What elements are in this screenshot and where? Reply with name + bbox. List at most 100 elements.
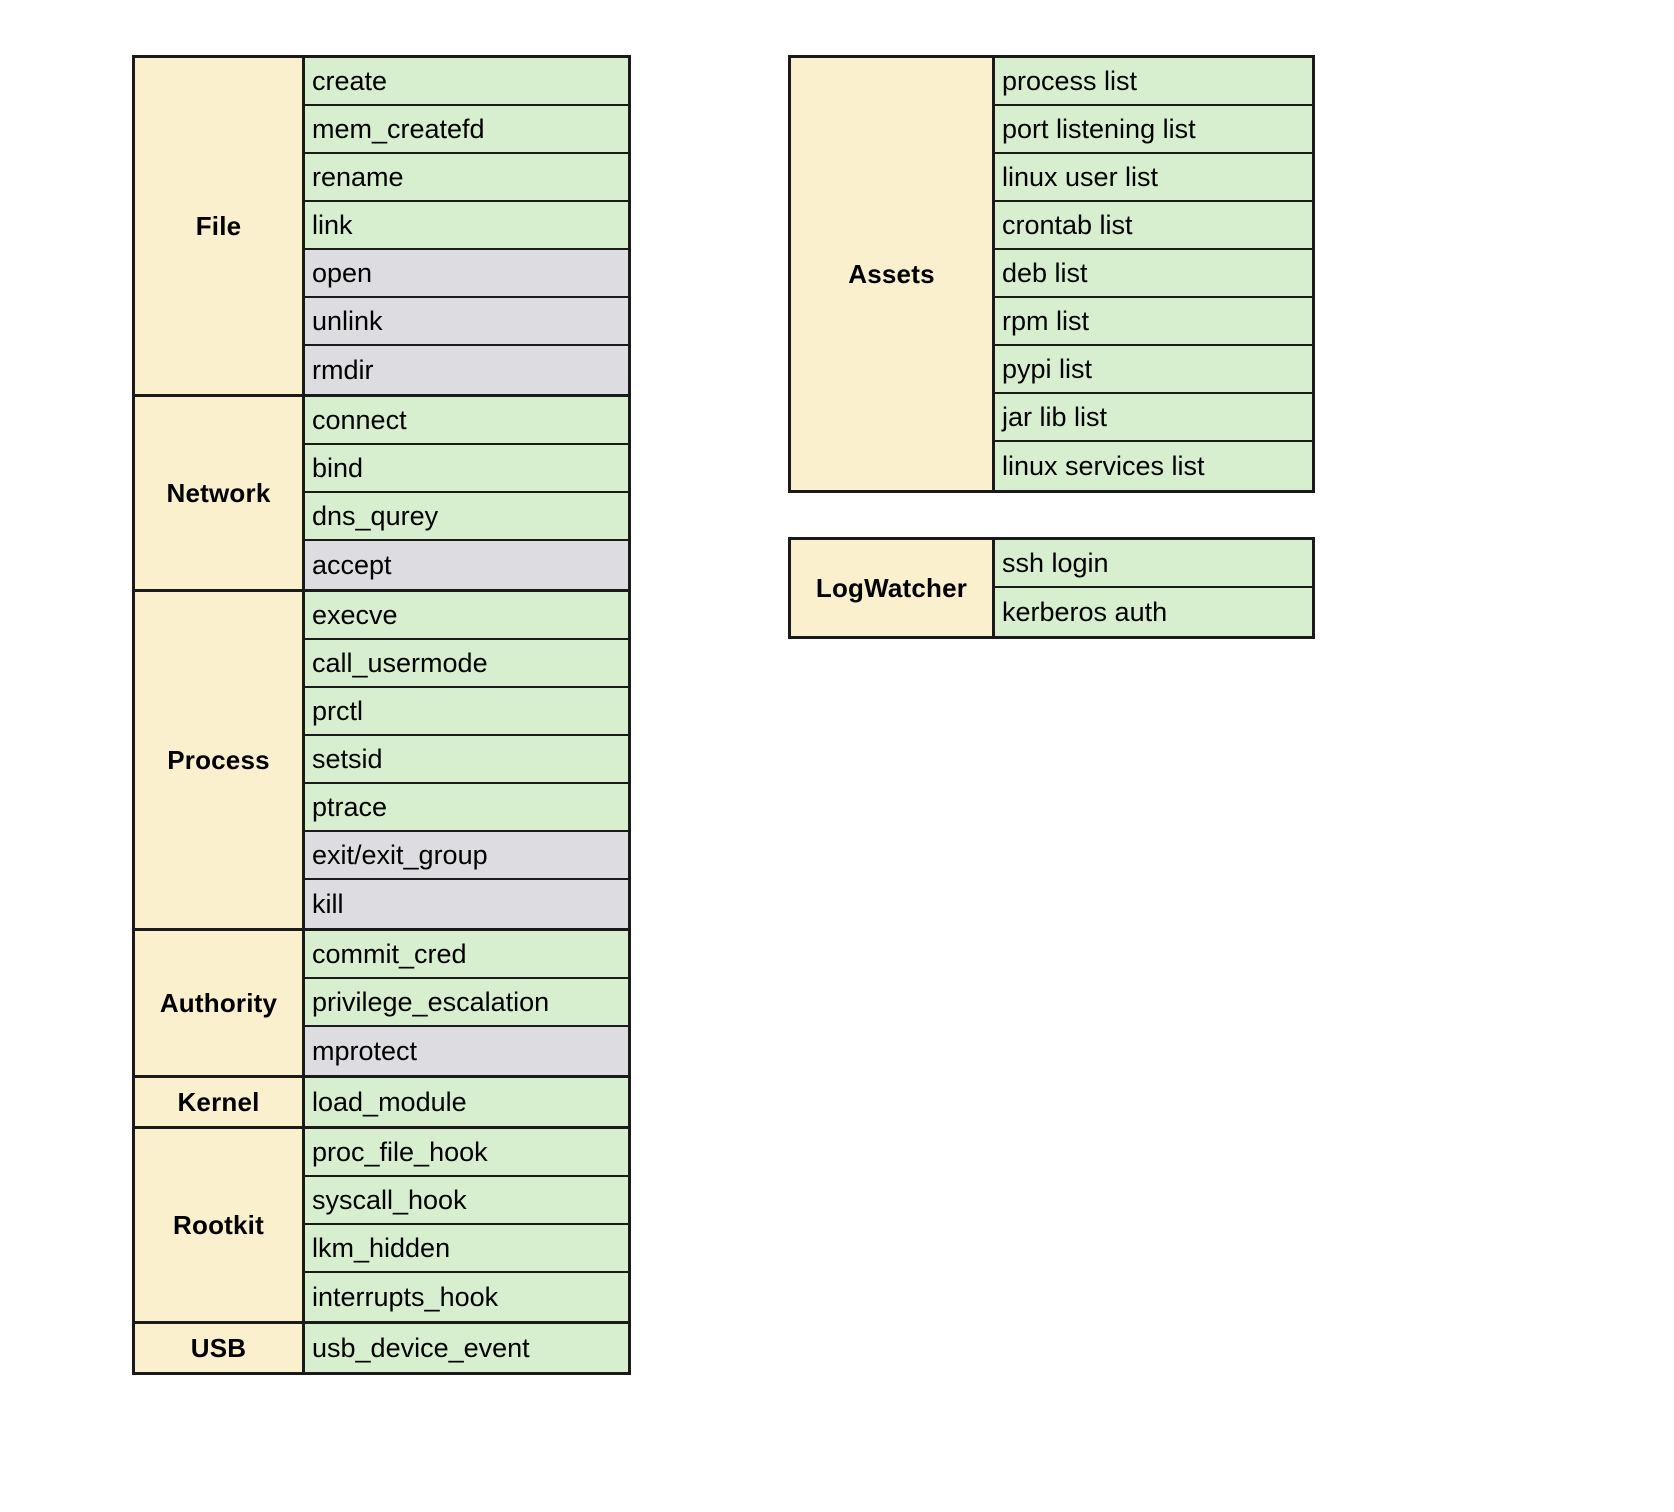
event-row: open	[305, 250, 628, 298]
event-list: ssh login kerberos auth	[995, 540, 1312, 636]
event-label: accept	[312, 549, 392, 580]
event-label: port listening list	[1002, 113, 1196, 144]
event-label: kerberos auth	[1002, 596, 1168, 627]
event-label: load_module	[312, 1086, 467, 1117]
event-row: rmdir	[305, 346, 628, 394]
event-label: setsid	[312, 743, 383, 774]
category-label: Network	[135, 397, 305, 589]
category-label: LogWatcher	[791, 540, 995, 636]
event-label: lkm_hidden	[312, 1232, 451, 1263]
event-label: syscall_hook	[312, 1184, 467, 1215]
event-label: mem_createfd	[312, 113, 485, 144]
event-label: usb_device_event	[312, 1332, 530, 1363]
event-label: privilege_escalation	[312, 986, 550, 1017]
event-label: rpm list	[1002, 305, 1089, 336]
event-row: ssh login	[995, 540, 1312, 588]
category-label: Authority	[135, 931, 305, 1075]
event-row: call_usermode	[305, 640, 628, 688]
event-label: dns_qurey	[312, 500, 439, 531]
category-label: USB	[135, 1324, 305, 1372]
event-label: proc_file_hook	[312, 1136, 488, 1167]
event-row: setsid	[305, 736, 628, 784]
event-label: open	[312, 257, 373, 288]
event-list: commit_cred privilege_escalation mprotect	[305, 931, 628, 1075]
event-row: syscall_hook	[305, 1177, 628, 1225]
category-label: File	[135, 58, 305, 394]
event-row: ptrace	[305, 784, 628, 832]
event-row: rename	[305, 154, 628, 202]
event-label: create	[312, 65, 388, 96]
event-row: kerberos auth	[995, 588, 1312, 636]
event-row: port listening list	[995, 106, 1312, 154]
event-row: accept	[305, 541, 628, 589]
event-row: deb list	[995, 250, 1312, 298]
event-row: unlink	[305, 298, 628, 346]
event-row: bind	[305, 445, 628, 493]
event-row: pypi list	[995, 346, 1312, 394]
event-row: prctl	[305, 688, 628, 736]
event-row: exit/exit_group	[305, 832, 628, 880]
event-row: proc_file_hook	[305, 1129, 628, 1177]
event-label: kill	[312, 888, 344, 919]
event-label: crontab list	[1002, 209, 1133, 240]
event-label: rmdir	[312, 354, 374, 385]
event-row: mprotect	[305, 1027, 628, 1075]
event-label: prctl	[312, 695, 364, 726]
event-row: interrupts_hook	[305, 1273, 628, 1321]
event-list: load_module	[305, 1078, 628, 1126]
event-row: linux services list	[995, 442, 1312, 490]
event-label: execve	[312, 599, 398, 630]
event-label: linux user list	[1002, 161, 1159, 192]
event-label: rename	[312, 161, 404, 192]
event-label: interrupts_hook	[312, 1281, 499, 1312]
category-label: Kernel	[135, 1078, 305, 1126]
event-row: commit_cred	[305, 931, 628, 979]
event-row: link	[305, 202, 628, 250]
event-row: connect	[305, 397, 628, 445]
event-label: mprotect	[312, 1035, 418, 1066]
event-label: process list	[1002, 65, 1138, 96]
event-row: kill	[305, 880, 628, 928]
event-row: jar lib list	[995, 394, 1312, 442]
event-row: rpm list	[995, 298, 1312, 346]
event-row: process list	[995, 58, 1312, 106]
event-row: linux user list	[995, 154, 1312, 202]
event-label: jar lib list	[1002, 401, 1108, 432]
category-label: Assets	[791, 58, 995, 490]
event-label: bind	[312, 452, 364, 483]
event-row: usb_device_event	[305, 1324, 628, 1372]
event-label: linux services list	[1002, 450, 1205, 481]
event-row: create	[305, 58, 628, 106]
category-label: Process	[135, 592, 305, 928]
event-list: process list port listening list linux use…	[995, 58, 1312, 490]
event-label: ptrace	[312, 791, 388, 822]
event-row: dns_qurey	[305, 493, 628, 541]
event-label: deb list	[1002, 257, 1088, 288]
event-list: usb_device_event	[305, 1324, 628, 1372]
event-label: link	[312, 209, 353, 240]
event-row: load_module	[305, 1078, 628, 1126]
event-row: privilege_escalation	[305, 979, 628, 1027]
event-label: exit/exit_group	[312, 839, 488, 870]
event-label: pypi list	[1002, 353, 1093, 384]
event-row: lkm_hidden	[305, 1225, 628, 1273]
event-row: crontab list	[995, 202, 1312, 250]
event-label: unlink	[312, 305, 383, 336]
event-label: commit_cred	[312, 938, 467, 969]
event-row: execve	[305, 592, 628, 640]
